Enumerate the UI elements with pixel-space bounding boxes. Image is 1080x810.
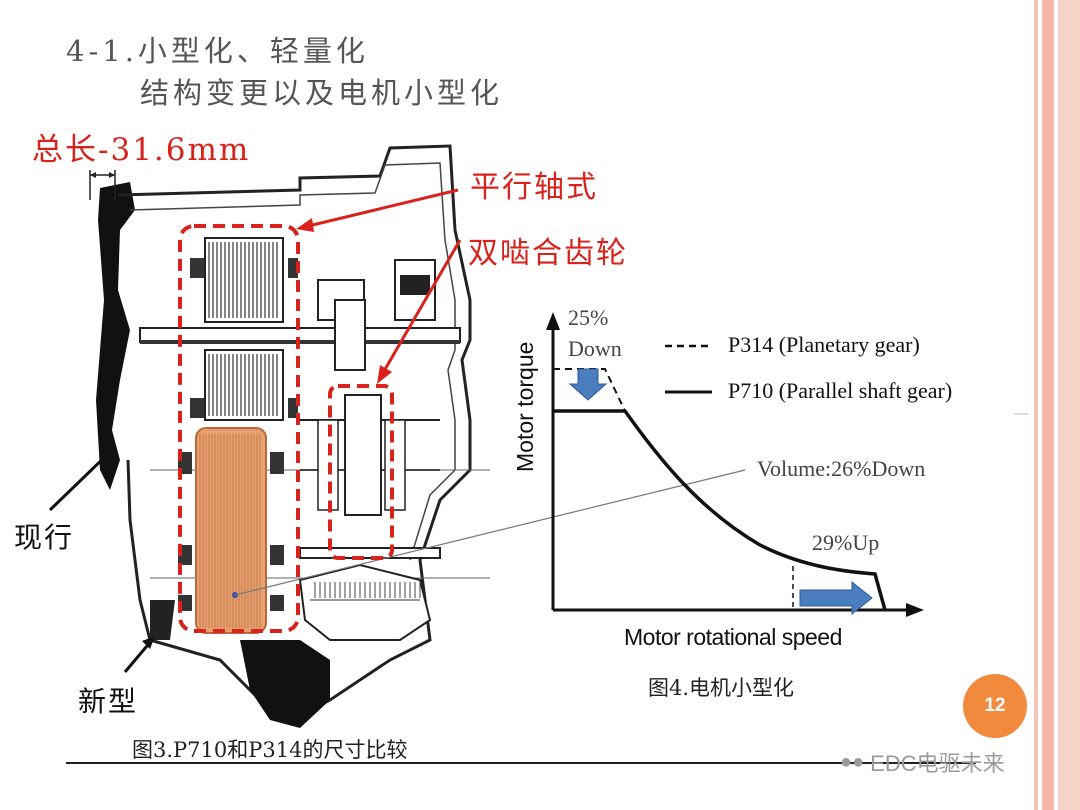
torque-down-word: Down xyxy=(568,336,622,361)
figure3-caption: 图3.P710和P314的尺寸比较 xyxy=(132,738,408,762)
watermark-text: EDC电驱未来 xyxy=(870,751,1005,776)
y-axis-arrow xyxy=(546,312,560,330)
x-axis-label: Motor rotational speed xyxy=(624,624,842,650)
torque-down-percent: 25% xyxy=(568,305,609,330)
wechat-icon: ●● xyxy=(840,750,865,773)
current-model-label: 现行 xyxy=(14,521,75,554)
parallel-shaft-label: 平行轴式 xyxy=(470,170,598,205)
watermark: ●● EDC电驱未来 xyxy=(840,746,1005,778)
slide-title-line1: 4-1.小型化、轻量化 xyxy=(66,34,369,68)
volume-annotation: Volume:26%Down xyxy=(757,456,926,481)
torque-down-annotation: 25% Down xyxy=(568,302,622,364)
page-number-badge: 12 xyxy=(963,674,1027,738)
new-model-label: 新型 xyxy=(78,685,139,718)
upper-motor-stator xyxy=(204,237,284,421)
double-mesh-gear-label: 双啮合齿轮 xyxy=(468,236,628,271)
x-axis-arrow xyxy=(906,603,924,617)
p314-curve xyxy=(553,368,626,412)
figure4-caption: 图4.电机小型化 xyxy=(648,676,795,700)
speed-up-annotation: 29%Up xyxy=(812,530,880,555)
right-stripe-thin xyxy=(1034,0,1038,810)
slide-title-line2: 结构变更以及电机小型化 xyxy=(140,76,504,110)
y-axis-label: Motor torque xyxy=(512,341,538,472)
right-stripe-mid xyxy=(1042,0,1054,810)
total-length-label: 总长-31.6mm xyxy=(32,132,251,168)
right-stripe-wide xyxy=(1058,0,1080,810)
bottom-divider xyxy=(66,762,976,764)
speed-up-arrow xyxy=(799,580,873,616)
legend-p710-label: P710 (Parallel shaft gear) xyxy=(728,378,953,403)
legend-p314-label: P314 (Planetary gear) xyxy=(728,332,920,357)
p710-curve xyxy=(553,409,887,611)
torque-down-arrow xyxy=(568,368,608,401)
